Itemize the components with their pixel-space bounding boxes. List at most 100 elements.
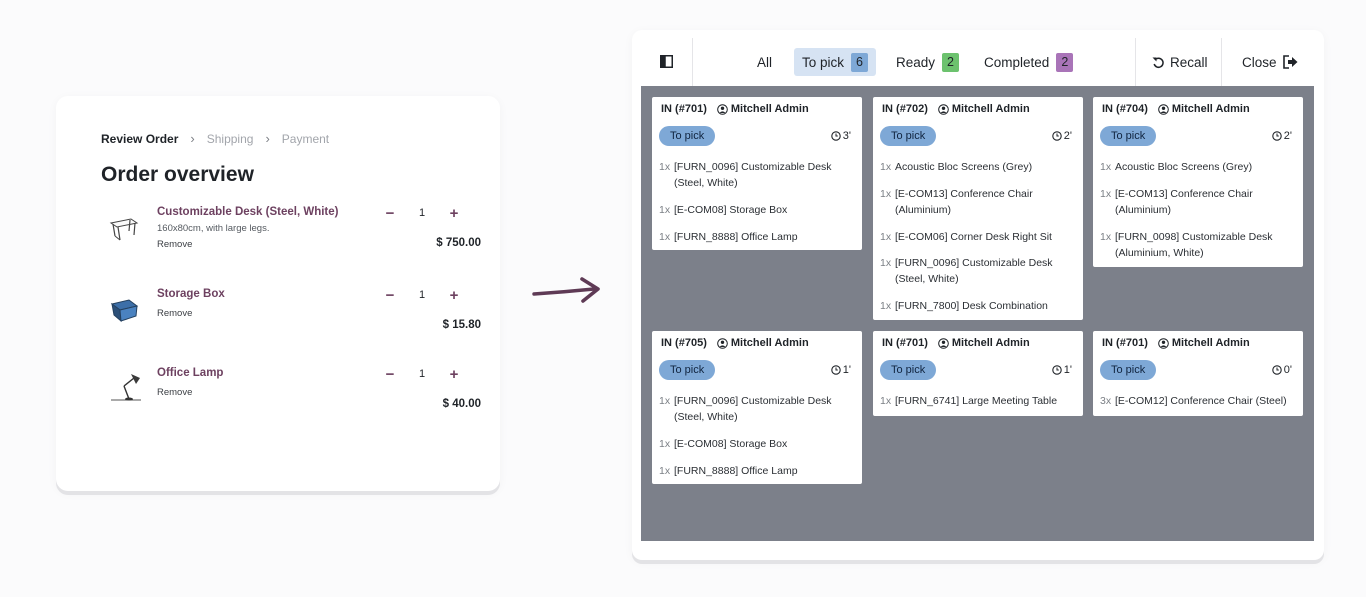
breadcrumb: Review Order › Shipping › Payment <box>101 131 329 146</box>
elapsed-time: 3' <box>831 130 851 142</box>
elapsed-time: 2' <box>1052 130 1072 142</box>
quantity-minus-button[interactable]: − <box>385 205 395 222</box>
item-quantity: 1x <box>1100 231 1112 243</box>
undo-icon <box>1152 57 1164 68</box>
item-quantity: 1x <box>659 465 671 477</box>
picking-reference: IN (#701) <box>661 103 707 115</box>
quantity-value[interactable]: 1 <box>419 207 426 219</box>
breadcrumb-payment[interactable]: Payment <box>281 131 330 146</box>
user-icon <box>938 337 949 349</box>
user-icon <box>717 337 728 349</box>
item-quantity: 3x <box>1100 395 1112 407</box>
item-name: [E-COM06] Corner Desk Right Sit <box>895 231 1052 243</box>
chevron-right-icon: › <box>190 131 195 146</box>
remove-link[interactable]: Remove <box>157 387 193 398</box>
clock-icon <box>1052 131 1062 141</box>
filter-label: To pick <box>802 54 845 70</box>
product-name[interactable]: Office Lamp <box>157 367 224 379</box>
picking-window: All To pick 6 Ready 2 Completed 2 Recall… <box>632 30 1324 560</box>
elapsed-time-value: 3' <box>842 130 851 142</box>
quantity-plus-button[interactable]: + <box>449 366 459 383</box>
card-header: IN (#705) Mitchell Admin <box>661 337 809 349</box>
item-quantity: 1x <box>880 161 892 173</box>
toolbar-divider <box>692 38 693 86</box>
list-item: 1x[FURN_8888] Office Lamp <box>659 463 855 479</box>
card-header: IN (#701) Mitchell Admin <box>882 337 1030 349</box>
picking-card[interactable]: IN (#701) Mitchell Admin To pick 1' 1x[F… <box>873 331 1083 416</box>
quantity-value[interactable]: 1 <box>419 368 426 380</box>
filter-all[interactable]: All <box>749 48 780 76</box>
list-item: 1x[FURN_0096] Customizable Desk (Steel, … <box>880 255 1076 287</box>
card-header: IN (#701) Mitchell Admin <box>661 103 809 115</box>
quantity-plus-button[interactable]: + <box>449 287 459 304</box>
count-badge: 2 <box>1056 52 1074 72</box>
item-name: [FURN_0096] Customizable Desk (Steel, Wh… <box>674 395 832 423</box>
filter-completed[interactable]: Completed 2 <box>976 48 1081 76</box>
breadcrumb-shipping[interactable]: Shipping <box>206 131 254 146</box>
quantity-minus-button[interactable]: − <box>385 287 395 304</box>
item-name: Acoustic Bloc Screens (Grey) <box>895 161 1033 173</box>
recall-button[interactable]: Recall <box>1152 48 1208 76</box>
picking-reference: IN (#701) <box>882 337 928 349</box>
item-quantity: 1x <box>880 231 892 243</box>
clock-icon <box>1272 365 1282 375</box>
order-line: Office Lamp Remove − 1 + $ 40.00 <box>101 366 481 427</box>
responsible-user: Mitchell Admin <box>951 103 1030 115</box>
picking-card[interactable]: IN (#701) Mitchell Admin To pick 3' 1x[F… <box>652 97 862 250</box>
filter-label: All <box>757 54 773 70</box>
sidebar-toggle-icon[interactable] <box>660 55 673 68</box>
list-item: 1x[FURN_6741] Large Meeting Table <box>880 393 1076 409</box>
elapsed-time-value: 1' <box>842 364 851 376</box>
list-item: 1x[E-COM08] Storage Box <box>659 436 855 452</box>
product-description: 160x80cm, with large legs. <box>157 223 270 234</box>
quantity-minus-button[interactable]: − <box>385 366 395 383</box>
filter-label: Ready <box>896 54 936 70</box>
card-header: IN (#704) Mitchell Admin <box>1102 103 1250 115</box>
item-quantity: 1x <box>659 204 671 216</box>
item-quantity: 1x <box>880 257 892 269</box>
elapsed-time: 0' <box>1272 364 1292 376</box>
picking-card[interactable]: IN (#705) Mitchell Admin To pick 1' 1x[F… <box>652 331 862 484</box>
filter-to-pick[interactable]: To pick 6 <box>794 48 877 76</box>
product-name[interactable]: Storage Box <box>157 288 225 300</box>
picking-board: IN (#701) Mitchell Admin To pick 3' 1x[F… <box>641 86 1314 541</box>
elapsed-time: 2' <box>1272 130 1292 142</box>
item-name: [E-COM08] Storage Box <box>674 438 788 450</box>
page-title: Order overview <box>101 163 254 186</box>
filter-ready[interactable]: Ready 2 <box>888 48 967 76</box>
user-icon <box>938 103 949 115</box>
item-name: [E-COM13] Conference Chair (Aluminium) <box>1115 188 1253 216</box>
storage-box-icon <box>110 299 139 323</box>
item-name: [FURN_0098] Customizable Desk (Aluminium… <box>1115 231 1273 259</box>
item-name: Acoustic Bloc Screens (Grey) <box>1115 161 1253 173</box>
user-icon <box>1158 103 1169 115</box>
checkout-panel: Review Order › Shipping › Payment Order … <box>56 96 500 491</box>
lamp-icon <box>111 374 141 401</box>
quantity-value[interactable]: 1 <box>419 289 426 301</box>
remove-link[interactable]: Remove <box>157 239 193 250</box>
elapsed-time-value: 2' <box>1283 130 1292 142</box>
order-line: Customizable Desk (Steel, White) 160x80c… <box>101 205 481 266</box>
product-name[interactable]: Customizable Desk (Steel, White) <box>157 206 339 218</box>
close-button[interactable]: Close <box>1242 48 1298 76</box>
order-line: Storage Box Remove − 1 + $ 15.80 <box>101 287 481 348</box>
quantity-plus-button[interactable]: + <box>449 205 459 222</box>
elapsed-time: 1' <box>831 364 851 376</box>
item-name: [FURN_0096] Customizable Desk (Steel, Wh… <box>674 161 832 189</box>
line-price: $ 40.00 <box>442 398 481 410</box>
card-header: IN (#702) Mitchell Admin <box>882 103 1030 115</box>
breadcrumb-review-order[interactable]: Review Order <box>101 131 179 146</box>
chevron-right-icon: › <box>265 131 270 146</box>
picking-reference: IN (#704) <box>1102 103 1148 115</box>
list-item: 1x[E-COM13] Conference Chair (Aluminium) <box>880 186 1076 218</box>
list-item: 1x[E-COM08] Storage Box <box>659 202 855 218</box>
elapsed-time-value: 0' <box>1283 364 1292 376</box>
picking-card[interactable]: IN (#701) Mitchell Admin To pick 0' 3x[E… <box>1093 331 1303 416</box>
desk-icon <box>109 218 139 241</box>
toolbar: All To pick 6 Ready 2 Completed 2 Recall… <box>632 38 1324 86</box>
item-name: [E-COM13] Conference Chair (Aluminium) <box>895 188 1033 216</box>
remove-link[interactable]: Remove <box>157 308 193 319</box>
